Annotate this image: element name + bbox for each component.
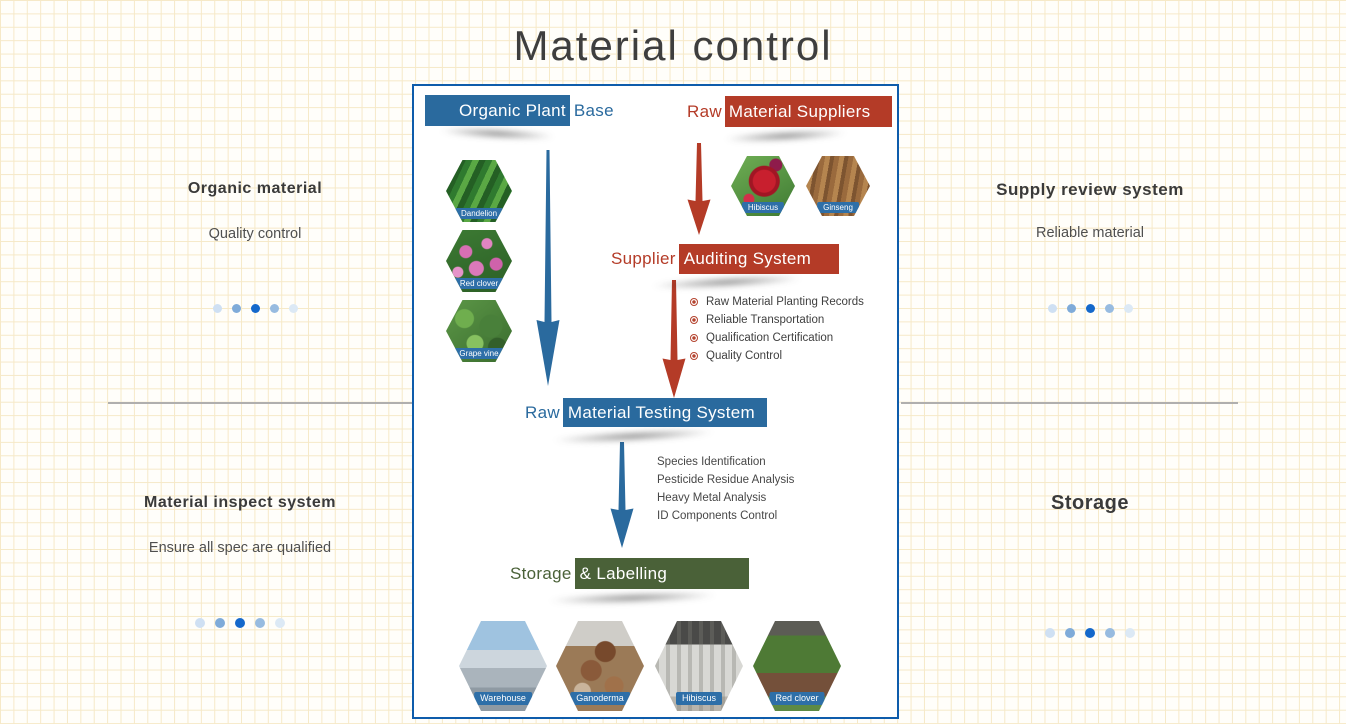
dot-icon [275,618,285,628]
banner-head: Supplier [611,249,676,268]
banner-shadow [713,124,885,148]
section-subtext: Reliable material [1036,225,1144,241]
banner-highlight: Auditing System [678,244,840,274]
dot-icon [231,304,241,313]
banner-storage-labelling: Storage & Labelling [510,558,750,589]
pagination-dots [80,618,400,628]
list-item-label: Qualification Certification [706,332,834,344]
dot-icon [1066,304,1076,313]
hex-photo-red-clover: Red clover [446,230,512,292]
banner-supplier-auditing-system: Supplier Auditing System [611,244,840,274]
flow-diagram-panel: Organic Plant Base Raw Material Supplier… [412,84,899,719]
section-heading: Organic material [187,180,323,197]
hex-label: Ginseng [817,202,859,213]
hex-label: Red clover [453,278,505,289]
target-bullet-icon [690,316,698,324]
hex-label: Hibiscus [675,692,723,705]
list-item: Raw Material Planting Records [690,293,890,311]
divider-right [901,402,1238,404]
hex-photo-hibiscus: Hibiscus [731,156,795,216]
pagination-dots [95,304,415,313]
dot-icon [1047,304,1057,313]
hex-photo-hibiscus-storage: Hibiscus [655,621,743,711]
list-item-label: ID Components Control [657,510,778,522]
list-item-label: Heavy Metal Analysis [657,492,767,504]
pagination-dots [925,304,1255,313]
dot-icon [215,618,225,628]
list-item-label: Reliable Transportation [706,314,825,326]
dot-icon [1125,628,1135,638]
dot-icon [195,618,205,628]
target-bullet-icon [690,352,698,360]
target-bullet-icon [690,334,698,342]
dot-icon [1104,304,1114,313]
hex-label: Hibiscus [741,202,785,213]
dot-icon-active [1085,304,1095,313]
divider-left [108,402,413,404]
section-subtext: Ensure all spec are qualified [148,540,332,556]
hex-label: Ganoderma [570,692,630,705]
page-title: Material control [513,22,833,69]
hex-photo-grape-vine: Grape vine [446,300,512,362]
dot-icon [212,304,222,313]
banner-shadow [533,586,770,610]
down-arrow-icon [536,150,560,386]
hex-label: Warehouse [474,692,532,705]
list-item: Qualification Certification [690,329,890,347]
banner-shadow [429,123,591,147]
hex-photo-red-clover-storage: Red clover [753,621,841,711]
section-supply-review: Supply review system Reliable material [925,180,1255,313]
banner-highlight: & Labelling [574,558,750,589]
banner-tail: Base [573,100,614,120]
banner-highlight: Material Suppliers [724,96,893,127]
section-heading: Supply review system [996,180,1184,199]
hex-photo-warehouse: Warehouse [459,621,547,711]
hex-photo-ganoderma: Ganoderma [556,621,644,711]
dot-icon [269,304,279,313]
dot-icon-active [1085,628,1095,638]
section-storage: Storage [925,492,1255,638]
banner-highlight: Organic Plant [425,95,570,126]
dot-icon [1123,304,1133,313]
dot-icon-active [235,618,245,628]
pagination-dots [925,628,1255,638]
list-item-label: Pesticide Residue Analysis [657,474,795,486]
down-arrow-icon [610,442,634,548]
list-item: Reliable Transportation [690,311,890,329]
down-arrow-icon [687,143,711,235]
hex-label: Red clover [769,692,825,705]
section-subtext: Quality control [208,226,302,242]
dot-icon [1065,628,1075,638]
banner-head: Storage [510,563,572,583]
banner-highlight: Material Testing System [562,398,767,427]
dot-icon [288,304,298,313]
list-item-label: Quality Control [706,350,783,362]
hex-photo-dandelion: Dandelion [446,160,512,222]
hex-photo-ginseng: Ginseng [806,156,870,216]
section-material-inspect: Material inspect system Ensure all spec … [80,494,400,628]
list-item: Quality Control [690,347,890,365]
dot-icon [1045,628,1055,638]
hex-label: Dandelion [454,208,504,219]
hex-label: Grape vine [453,348,505,359]
banner-head: Raw [687,101,722,121]
dot-icon [1105,628,1115,638]
down-arrow-icon [662,280,686,398]
target-bullet-icon [690,298,698,306]
dot-icon-active [250,304,260,313]
section-organic-material: Organic material Quality control [95,180,415,313]
list-item-label: Raw Material Planting Records [706,296,864,308]
banner-head: Raw [525,402,560,422]
list-item-label: Species Identification [657,456,766,468]
section-heading: Storage [1051,492,1129,514]
banner-organic-plant-base: Organic Plant Base [425,95,614,126]
banner-raw-material-testing-system: Raw Material Testing System [525,398,767,427]
banner-raw-material-suppliers: Raw Material Suppliers [687,96,893,127]
dot-icon [255,618,265,628]
audit-checklist: Raw Material Planting Records Reliable T… [690,293,890,365]
section-heading: Material inspect system [143,494,337,511]
testing-checklist: Species Identification Pesticide Residue… [657,456,857,528]
